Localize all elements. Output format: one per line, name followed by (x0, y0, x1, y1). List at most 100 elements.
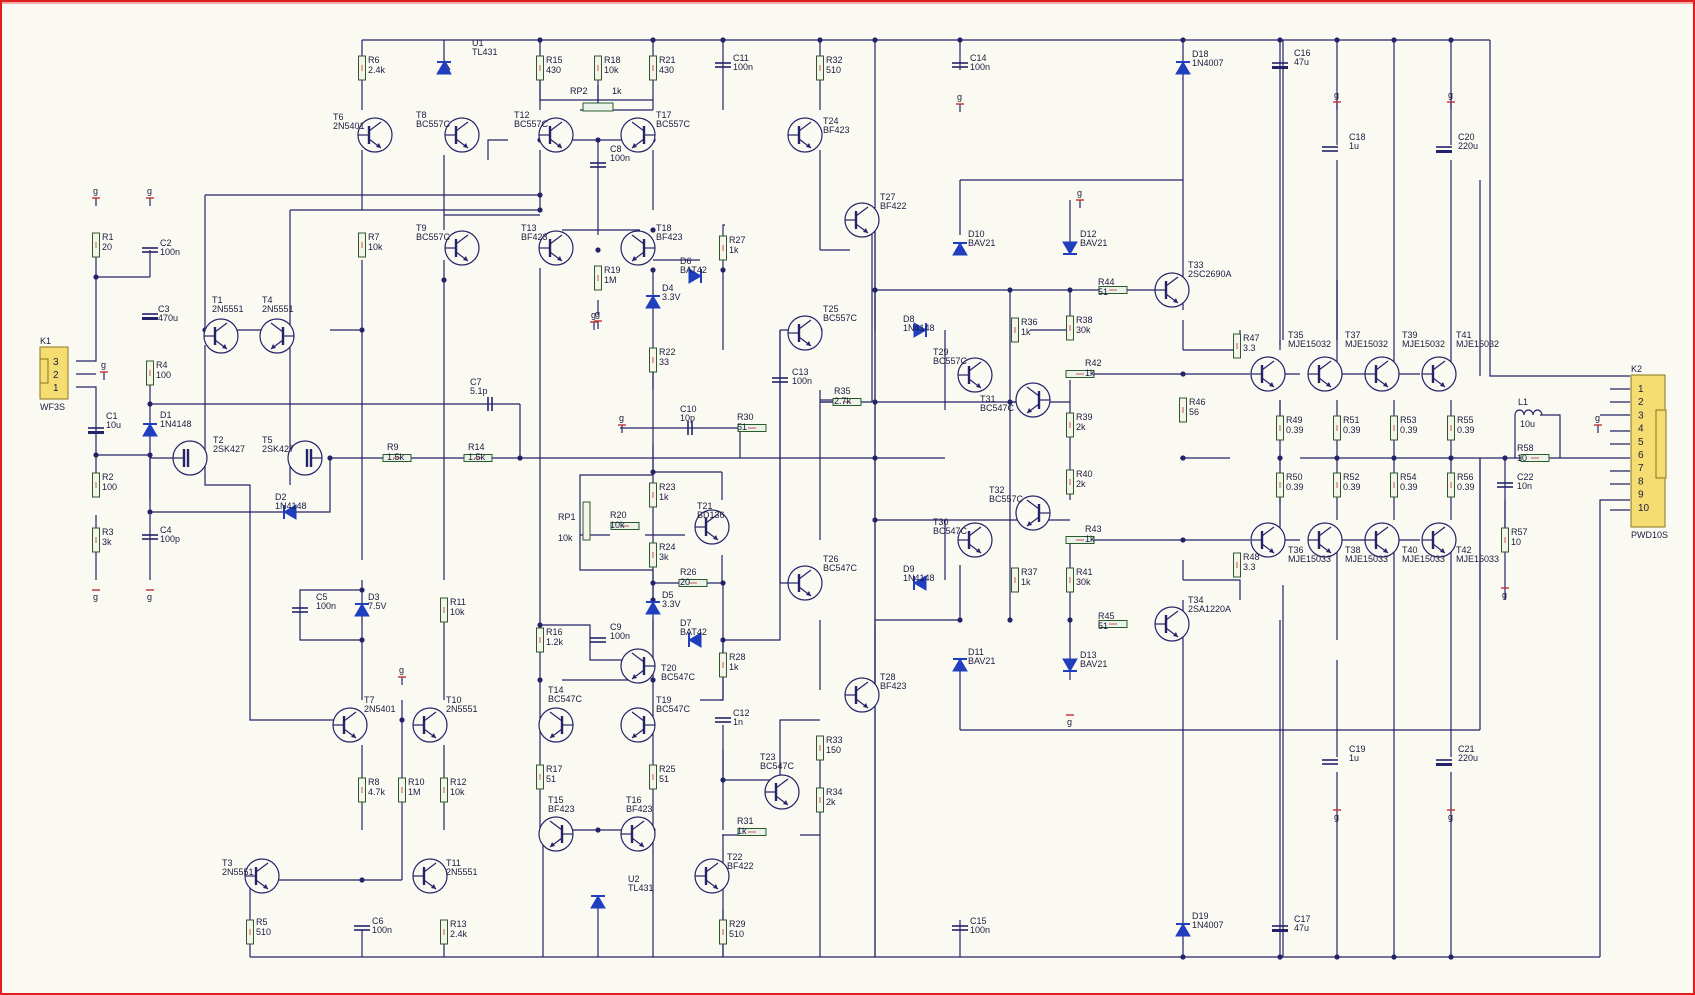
t20-transistor-value: BC547C (661, 672, 696, 682)
c6-capacitor-value: 100n (372, 925, 392, 935)
r8-resistor-value: 4.7k (368, 787, 386, 797)
junction-dot (1448, 954, 1454, 960)
junction-dot (517, 455, 523, 461)
junction-dot (595, 247, 601, 253)
junction-dot (595, 137, 601, 143)
r32-resistor-ref: R32 (826, 55, 843, 65)
t19-transistor-arrow (632, 733, 637, 738)
ground-label: g (1448, 812, 1453, 822)
r29-resistor-value: 510 (729, 929, 744, 939)
t39-transistor-ref: T39 (1402, 330, 1418, 340)
d9-diode (913, 575, 927, 591)
t26-transistor-collector (798, 569, 812, 580)
junction-dot (817, 37, 823, 43)
t7-transistor-collector (343, 711, 357, 722)
t21-transistor-collector (705, 513, 719, 524)
c21-capacitor-plate (1436, 763, 1452, 766)
c13-capacitor-value: 100n (792, 376, 812, 386)
d4-diode-value: 3.3V (662, 292, 681, 302)
t15-transistor-arrow (550, 842, 555, 847)
t38-transistor-arrow (1326, 548, 1331, 553)
d10-diode-value: BAV21 (968, 238, 995, 248)
d13-diode-ref: D13 (1080, 650, 1097, 660)
c7-capacitor-ref: C7 (470, 377, 482, 387)
t7-transistor-arrow (351, 733, 356, 738)
d11-diode-ref: D11 (968, 647, 984, 657)
r13-resistor-value: 2.4k (450, 929, 468, 939)
r37-resistor-ref: R37 (1021, 567, 1038, 577)
t28-transistor-collector (855, 681, 869, 692)
t34-transistor-ref: T34 (1188, 595, 1204, 605)
junction-dot (957, 37, 963, 43)
r19-resistor-value: 1M (604, 275, 617, 285)
t31-transistor-arrow (1027, 408, 1032, 413)
junction-dot (1277, 455, 1283, 461)
c22-capacitor-value: 10n (1517, 481, 1532, 491)
t17-transistor-arrow (632, 143, 637, 148)
t18-transistor-arrow (632, 256, 637, 261)
junction-dot (720, 580, 726, 586)
wire (723, 330, 781, 641)
t32-transistor-collector (1026, 499, 1040, 510)
junction-dot (1391, 455, 1397, 461)
d7-diode-ref: D7 (680, 618, 692, 628)
t39-transistor-arrow (1383, 382, 1388, 387)
d2-diode (283, 504, 297, 520)
t7-transistor-value: 2N5401 (364, 704, 396, 714)
t25-transistor-ref: T25 (823, 304, 839, 314)
c20-capacitor-plate (1436, 150, 1452, 153)
r49-resistor-value: 0.39 (1286, 425, 1304, 435)
junction-dot (1334, 455, 1340, 461)
junction-dot (650, 580, 656, 586)
u2-diode-ref: U2 (628, 874, 640, 884)
c3-capacitor-plate (142, 317, 158, 320)
d6-diode-ref: D6 (680, 256, 692, 266)
ground-label: g (101, 360, 106, 370)
junction-dot (537, 677, 543, 683)
t22-transistor-arrow (713, 884, 718, 889)
d6-diode (688, 268, 702, 284)
t11-transistor-value: 2N5551 (446, 867, 478, 877)
junction-dot (720, 37, 726, 43)
rp1-potentiometer (582, 501, 591, 541)
t5-transistor-value: 2SK427 (262, 444, 294, 454)
t20-transistor-ref: T20 (661, 663, 677, 673)
r18-resistor-ref: R18 (604, 55, 621, 65)
t38-transistor-value: MJE15033 (1345, 554, 1388, 564)
ground-label: g (1595, 413, 1600, 423)
r5-resistor-value: 510 (256, 927, 271, 937)
r18-resistor-value: 10k (604, 65, 619, 75)
c11-capacitor-value: 100n (733, 62, 753, 72)
r41-resistor-value: 30k (1076, 577, 1091, 587)
c10-capacitor-ref: C10 (680, 404, 697, 414)
r34-resistor-ref: R34 (826, 787, 843, 797)
junction-dot (441, 277, 447, 283)
c5-capacitor-value: 100n (316, 601, 336, 611)
t24-transistor-arrow (806, 143, 811, 148)
c13-capacitor-ref: C13 (792, 367, 809, 377)
c21-capacitor-value: 220u (1458, 753, 1478, 763)
r20-resistor-value: 10k (610, 520, 625, 530)
c18-capacitor-value: 1u (1349, 141, 1359, 151)
r4-resistor-ref: R4 (156, 360, 168, 370)
t8-transistor-ref: T8 (416, 110, 427, 120)
ground-label: g (591, 310, 596, 320)
t19-transistor-value: BC547C (656, 704, 691, 714)
t17-transistor-ref: T17 (656, 110, 672, 120)
t18-transistor-value: BF423 (656, 232, 683, 242)
c19-capacitor-value: 1u (1349, 753, 1359, 763)
wires (76, 37, 1630, 960)
c20-capacitor-value: 220u (1458, 141, 1478, 151)
t15-transistor-ref: T15 (548, 795, 564, 805)
t3-transistor-ref: T3 (222, 858, 233, 868)
t27-transistor-arrow (863, 228, 868, 233)
r32-resistor-value: 510 (826, 65, 841, 75)
t22-transistor-value: BF422 (727, 861, 754, 871)
d19-diode-value: 1N4007 (1192, 920, 1224, 930)
t29-transistor-arrow (976, 383, 981, 388)
t28-transistor-ref: T28 (880, 672, 896, 682)
r28-resistor-ref: R28 (729, 652, 746, 662)
t4-transistor-arrow (271, 344, 276, 349)
junction-dot (1007, 399, 1013, 405)
